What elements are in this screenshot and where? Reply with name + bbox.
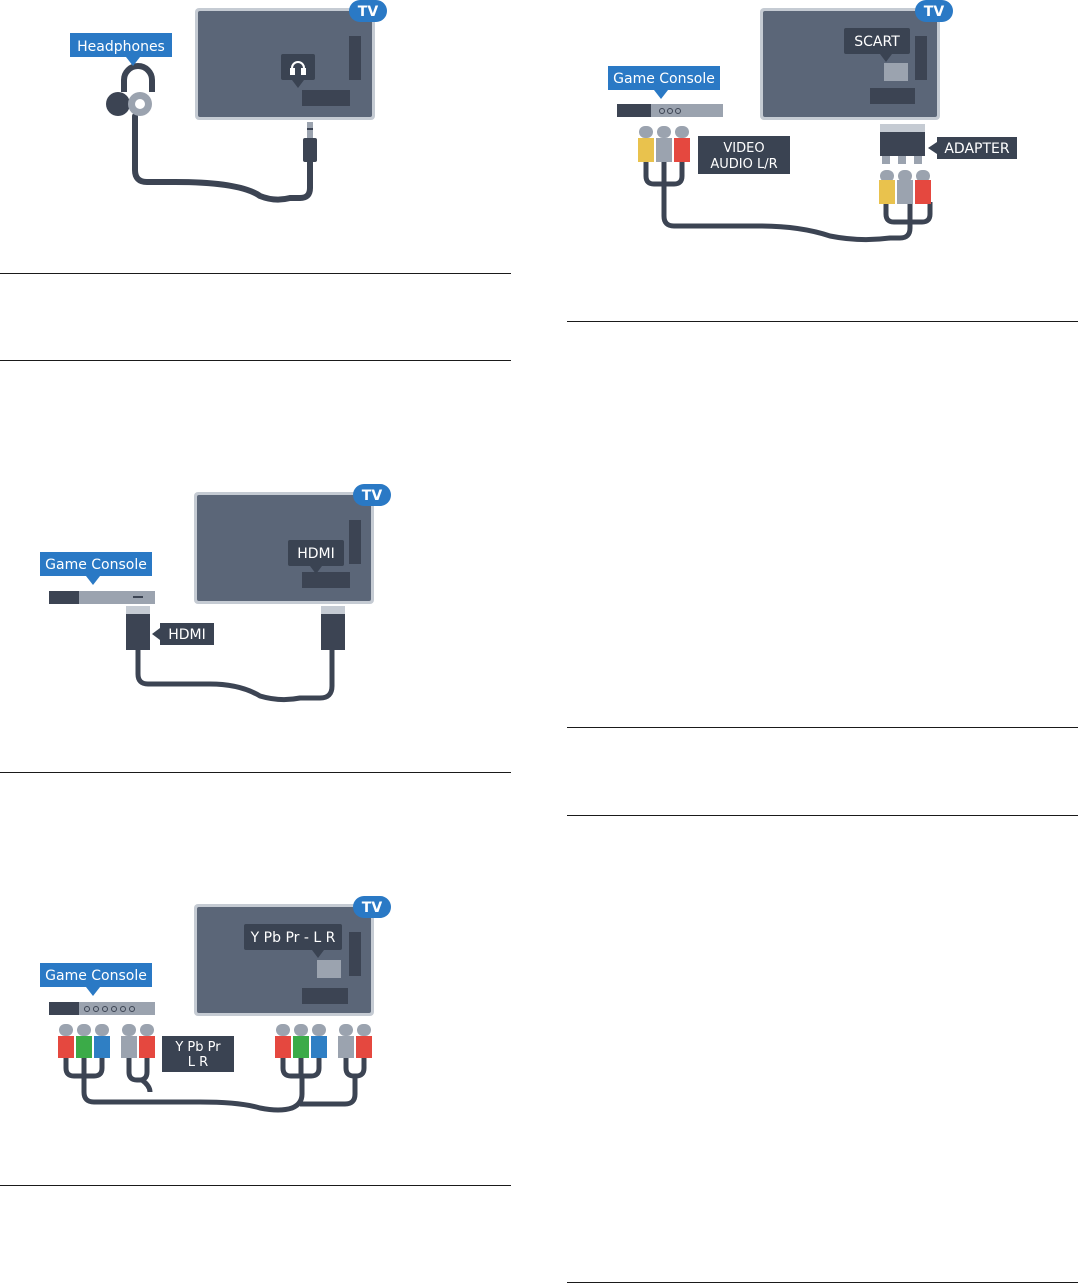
scart-cable-label: VIDEO AUDIO L/R bbox=[698, 136, 790, 174]
headphones-diagram: TV Headphones bbox=[70, 0, 387, 203]
svg-text:TV: TV bbox=[358, 4, 379, 20]
ypbpr-cable bbox=[63, 1058, 367, 1113]
game-console-label: Game Console bbox=[40, 963, 152, 996]
section-divider bbox=[567, 727, 1078, 728]
headphone-port-label bbox=[281, 54, 315, 88]
audio-jack-icon bbox=[303, 122, 317, 162]
svg-text:HDMI: HDMI bbox=[297, 546, 335, 562]
hdmi-plug-icon bbox=[126, 606, 345, 650]
svg-text:Game Console: Game Console bbox=[45, 968, 147, 984]
game-console bbox=[617, 104, 723, 117]
svg-text:Game Console: Game Console bbox=[45, 557, 147, 573]
tv-badge: TV bbox=[915, 0, 953, 22]
section-divider bbox=[0, 1185, 511, 1186]
section-divider bbox=[0, 772, 511, 773]
section-divider bbox=[567, 321, 1078, 322]
headphones-icon bbox=[106, 63, 155, 116]
rca-plug-icon bbox=[275, 1024, 372, 1058]
ypbpr-diagram: TV Y Pb Pr - L R Game Console Y Pb Pr L … bbox=[40, 896, 391, 1113]
svg-text:TV: TV bbox=[924, 4, 945, 20]
svg-text:SCART: SCART bbox=[854, 34, 900, 50]
svg-text:Headphones: Headphones bbox=[77, 39, 165, 55]
hdmi-cable bbox=[135, 650, 335, 703]
headphones-device-label: Headphones bbox=[70, 33, 172, 66]
svg-text:TV: TV bbox=[362, 900, 383, 916]
headphones-cable bbox=[132, 113, 313, 203]
scart-port-label: SCART bbox=[844, 28, 910, 62]
game-console bbox=[49, 591, 155, 604]
rca-plug-icon bbox=[58, 1024, 155, 1058]
scart-diagram: TV SCART Game Console VIDEO AUDIO L/R bbox=[608, 0, 1017, 243]
section-divider bbox=[567, 815, 1078, 816]
svg-text:VIDEO: VIDEO bbox=[723, 141, 764, 156]
rca-plug-icon bbox=[638, 126, 690, 162]
ypbpr-cable-label: Y Pb Pr L R bbox=[162, 1036, 234, 1072]
svg-text:ADAPTER: ADAPTER bbox=[944, 141, 1010, 157]
svg-text:Game Console: Game Console bbox=[613, 71, 715, 87]
svg-text:AUDIO L/R: AUDIO L/R bbox=[710, 157, 777, 172]
hdmi-cable-label: HDMI bbox=[152, 623, 214, 645]
tv-badge: TV bbox=[349, 0, 387, 22]
game-console-label: Game Console bbox=[608, 66, 720, 99]
tv-badge: TV bbox=[353, 484, 391, 506]
ypbpr-port-label: Y Pb Pr - L R bbox=[244, 924, 342, 958]
hdmi-diagram: TV HDMI Game Console HDMI bbox=[40, 484, 391, 703]
svg-text:Y Pb Pr: Y Pb Pr bbox=[174, 1040, 221, 1055]
scart-cable bbox=[643, 162, 913, 243]
tv-badge: TV bbox=[353, 896, 391, 918]
section-divider bbox=[0, 360, 511, 361]
svg-text:Y Pb Pr - L R: Y Pb Pr - L R bbox=[250, 930, 336, 946]
section-divider bbox=[0, 273, 511, 274]
svg-text:L R: L R bbox=[188, 1055, 208, 1070]
scart-adapter-icon bbox=[880, 124, 925, 164]
game-console-label: Game Console bbox=[40, 552, 152, 585]
svg-text:HDMI: HDMI bbox=[168, 627, 206, 643]
rca-plug-icon bbox=[879, 170, 931, 204]
svg-text:TV: TV bbox=[362, 488, 383, 504]
game-console bbox=[49, 1002, 155, 1015]
hdmi-port-label: HDMI bbox=[288, 540, 344, 574]
adapter-label: ADAPTER bbox=[928, 137, 1017, 159]
headphone-icon bbox=[290, 61, 306, 75]
